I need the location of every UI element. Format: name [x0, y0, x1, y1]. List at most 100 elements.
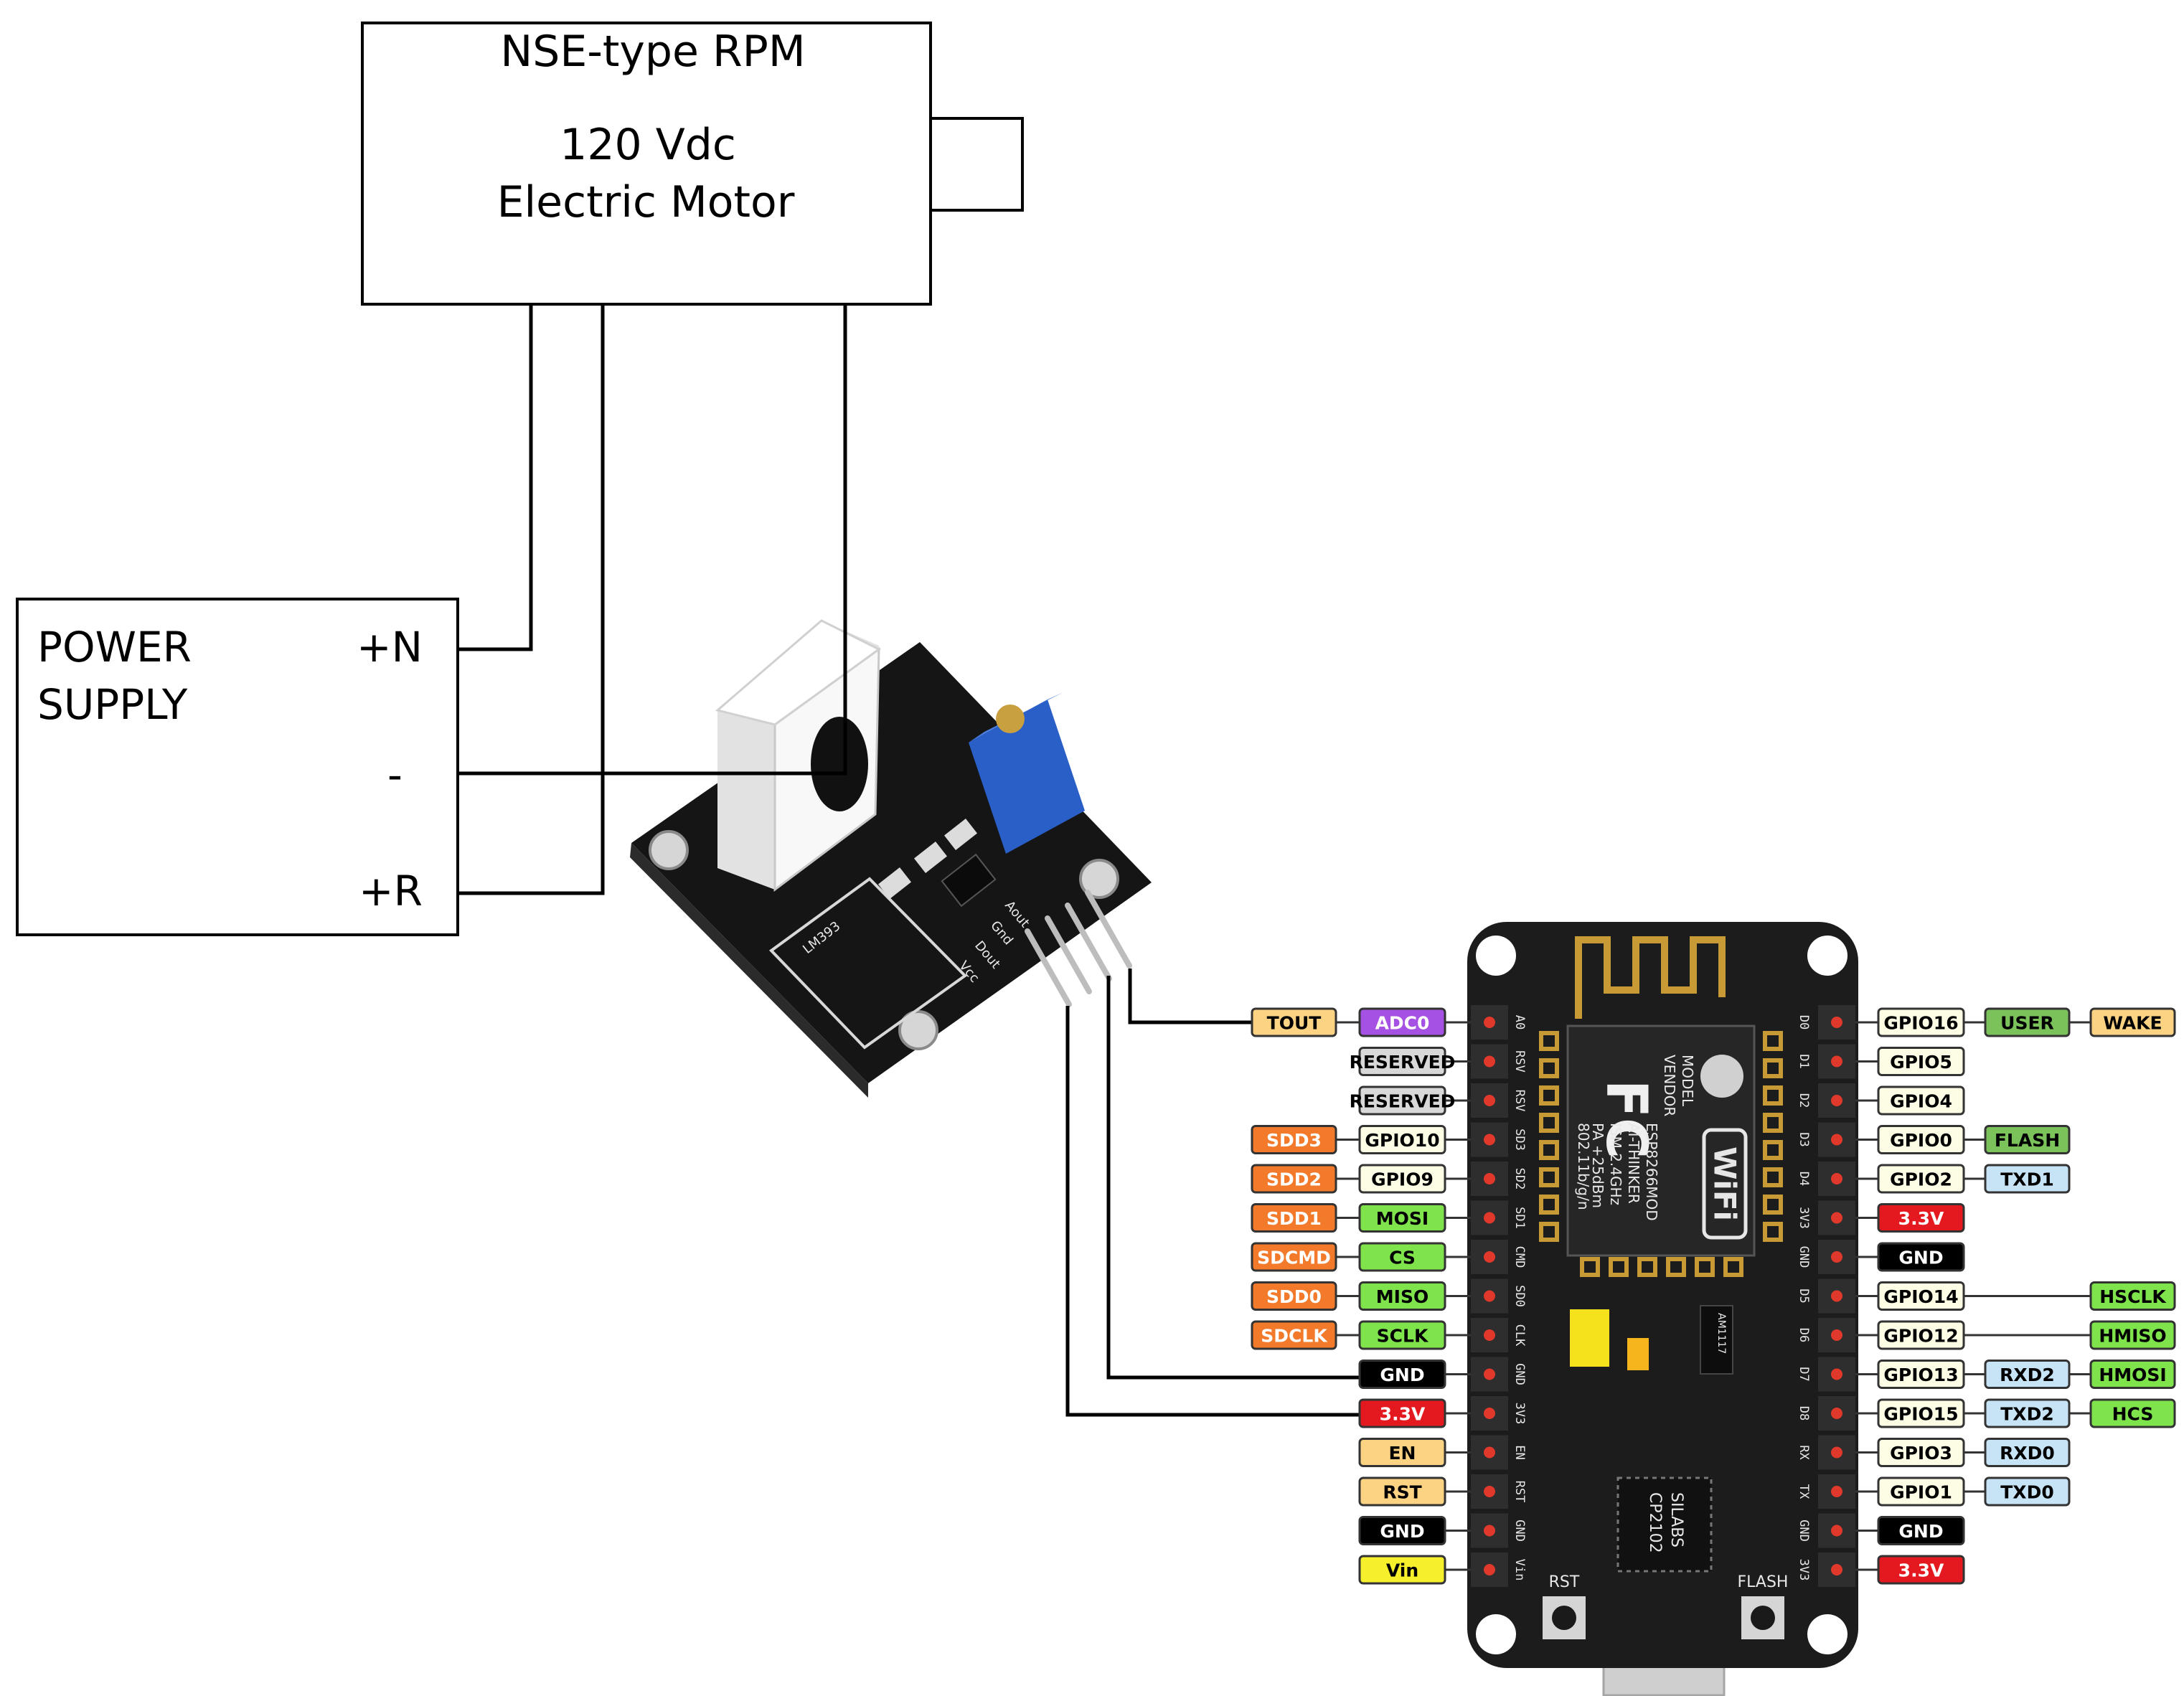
pin-label-left-text: GPIO10: [1365, 1130, 1439, 1151]
pin-label-left-text: MOSI: [1376, 1208, 1428, 1229]
motor-voltage: 120 Vdc: [560, 120, 736, 170]
module-pad: [1723, 1257, 1743, 1277]
pin-label-far-right-text: HSCLK: [2099, 1286, 2167, 1307]
pin-dot: [1831, 1212, 1842, 1224]
pin-label-far-right-box: [2089, 1398, 2176, 1428]
pin-label-right-text: GPIO3: [1890, 1443, 1952, 1464]
motor-title: NSE-type RPM: [500, 27, 805, 77]
module-pad: [1763, 1031, 1783, 1051]
module-label-3: ESP8266MOD: [1643, 1123, 1660, 1221]
pin-dot: [1831, 1329, 1842, 1341]
pin-label-right-text: GND: [1898, 1248, 1943, 1268]
pin-label-left: GPIO10: [1358, 1125, 1446, 1154]
silk-label-left: CLK: [1512, 1324, 1527, 1347]
usb-uart-chip: [1616, 1476, 1713, 1573]
pin-label-left: SCLK: [1358, 1320, 1446, 1350]
pin-label-outer-left-box: [1251, 1007, 1337, 1037]
pin-label-left: RESERVED: [1350, 1085, 1456, 1116]
pin-label-right-text: GPIO13: [1883, 1365, 1958, 1385]
potentiometer-screw: [996, 705, 1025, 733]
pin-label-left: GND: [1358, 1516, 1446, 1545]
wire-motor-to-plus-n: [458, 304, 533, 651]
pin-dot: [1831, 1486, 1842, 1497]
mount-hole-1: [649, 830, 689, 870]
pin-label-outer-left: SDCLK: [1251, 1320, 1337, 1350]
pin-label-right-text: GPIO0: [1890, 1130, 1952, 1151]
pin-dot: [1484, 1564, 1495, 1575]
pin-dot: [1484, 1368, 1495, 1380]
silk-label-right: GND: [1797, 1246, 1811, 1268]
pin-label-far-right-text: HCS: [2112, 1404, 2154, 1425]
pin-label-left: MISO: [1358, 1281, 1446, 1311]
pin-dot: [1831, 1055, 1842, 1068]
pin-label-right-text: GPIO14: [1883, 1286, 1958, 1307]
usb-chip-label-2: CP2102: [1646, 1492, 1664, 1553]
pin-label-right-text: GPIO1: [1890, 1482, 1952, 1503]
board-hole-bl: [1476, 1614, 1516, 1654]
pin-label-right-text: 3.3V: [1898, 1560, 1944, 1581]
pin-label-mid-right-text: RXD0: [2000, 1443, 2055, 1464]
terminal-plus-r: +R: [359, 867, 423, 915]
pin-label-left-box: [1358, 1555, 1446, 1585]
pin-label-far-right: HSCLK: [2089, 1281, 2176, 1311]
pin-label-right-box: [1877, 1516, 1965, 1545]
pin-label-left-text: RESERVED: [1350, 1091, 1456, 1112]
pin-label-left-text: CS: [1389, 1248, 1416, 1268]
pin-dot: [1831, 1290, 1842, 1302]
silk-label-right: D7: [1797, 1367, 1811, 1381]
module-pad: [1763, 1140, 1783, 1160]
pin-dot: [1484, 1486, 1495, 1497]
pin-label-right: GND: [1877, 1516, 1965, 1545]
silk-label-right: GND: [1797, 1520, 1811, 1542]
pin-label-outer-left-box: [1251, 1320, 1337, 1350]
pin-label-left: GND: [1358, 1360, 1446, 1389]
pin-label-right-text: GPIO16: [1883, 1013, 1958, 1034]
silk-label-left: GND: [1512, 1520, 1527, 1542]
silk-label-left: RSV: [1512, 1090, 1527, 1112]
pin-label-right-text: GPIO2: [1890, 1169, 1952, 1190]
pin-label-outer-left-text: SDD2: [1266, 1169, 1322, 1190]
module-pad: [1637, 1257, 1657, 1277]
silk-label-right: TX: [1797, 1484, 1811, 1499]
current-sensor-module: LM393 Aout Gnd Dout Vcc: [630, 619, 1152, 1098]
fcc-logo: FC: [1594, 1080, 1658, 1159]
pin-label-right: GPIO2: [1877, 1164, 1965, 1194]
silk-label-left: EN: [1512, 1445, 1527, 1459]
pin-dot: [1484, 1055, 1495, 1068]
silk-label-left: SD3: [1512, 1129, 1527, 1151]
pin-label-left-text: GND: [1380, 1521, 1424, 1542]
pin-dot: [1831, 1408, 1842, 1419]
wire-gnd-to-board: [1106, 976, 1360, 1380]
wire-vcc-to-3v3: [1065, 1006, 1360, 1417]
module-label-7: 802.11b/g/n: [1575, 1123, 1592, 1210]
pin-label-right-box: [1877, 1242, 1965, 1272]
pin-label-outer-left-box: [1251, 1125, 1337, 1154]
terminal-minus: -: [387, 750, 403, 799]
pin-label-far-right-text: HMOSI: [2099, 1365, 2166, 1385]
pin-label-left: ADC0: [1358, 1007, 1446, 1037]
silk-label-left: GND: [1512, 1363, 1527, 1385]
pin-label-left-box: [1358, 1164, 1446, 1194]
pin-label-right-text: GPIO5: [1890, 1052, 1952, 1073]
capacitor-large: [1570, 1309, 1609, 1367]
silk-label-left: SD2: [1512, 1168, 1527, 1190]
module-pad: [1539, 1195, 1559, 1215]
pin-label-mid-right: TXD2: [1984, 1398, 2071, 1428]
smd-part-2: [944, 819, 977, 850]
module-pad: [1580, 1257, 1600, 1277]
pin-label-left-box: [1358, 1360, 1446, 1389]
module-pad: [1763, 1113, 1783, 1133]
pin-label-left-text: 3.3V: [1380, 1404, 1426, 1425]
pin-label-outer-left-box: [1251, 1164, 1337, 1194]
power-supply-title-2: SUPPLY: [37, 680, 188, 729]
pin-label-outer-left-text: TOUT: [1267, 1013, 1322, 1034]
pin-label-far-right-box: [2089, 1007, 2176, 1037]
pin-label-mid-right-box: [1984, 1476, 2071, 1507]
pin-dot: [1484, 1290, 1495, 1302]
silk-label-left: SD0: [1512, 1285, 1527, 1307]
board-hole-tl: [1476, 936, 1516, 976]
pin-label-left-box: [1358, 1085, 1446, 1116]
module-pad: [1763, 1058, 1783, 1078]
silk-label-left: Vin: [1512, 1559, 1527, 1581]
pin-label-right-box: [1877, 1085, 1965, 1116]
